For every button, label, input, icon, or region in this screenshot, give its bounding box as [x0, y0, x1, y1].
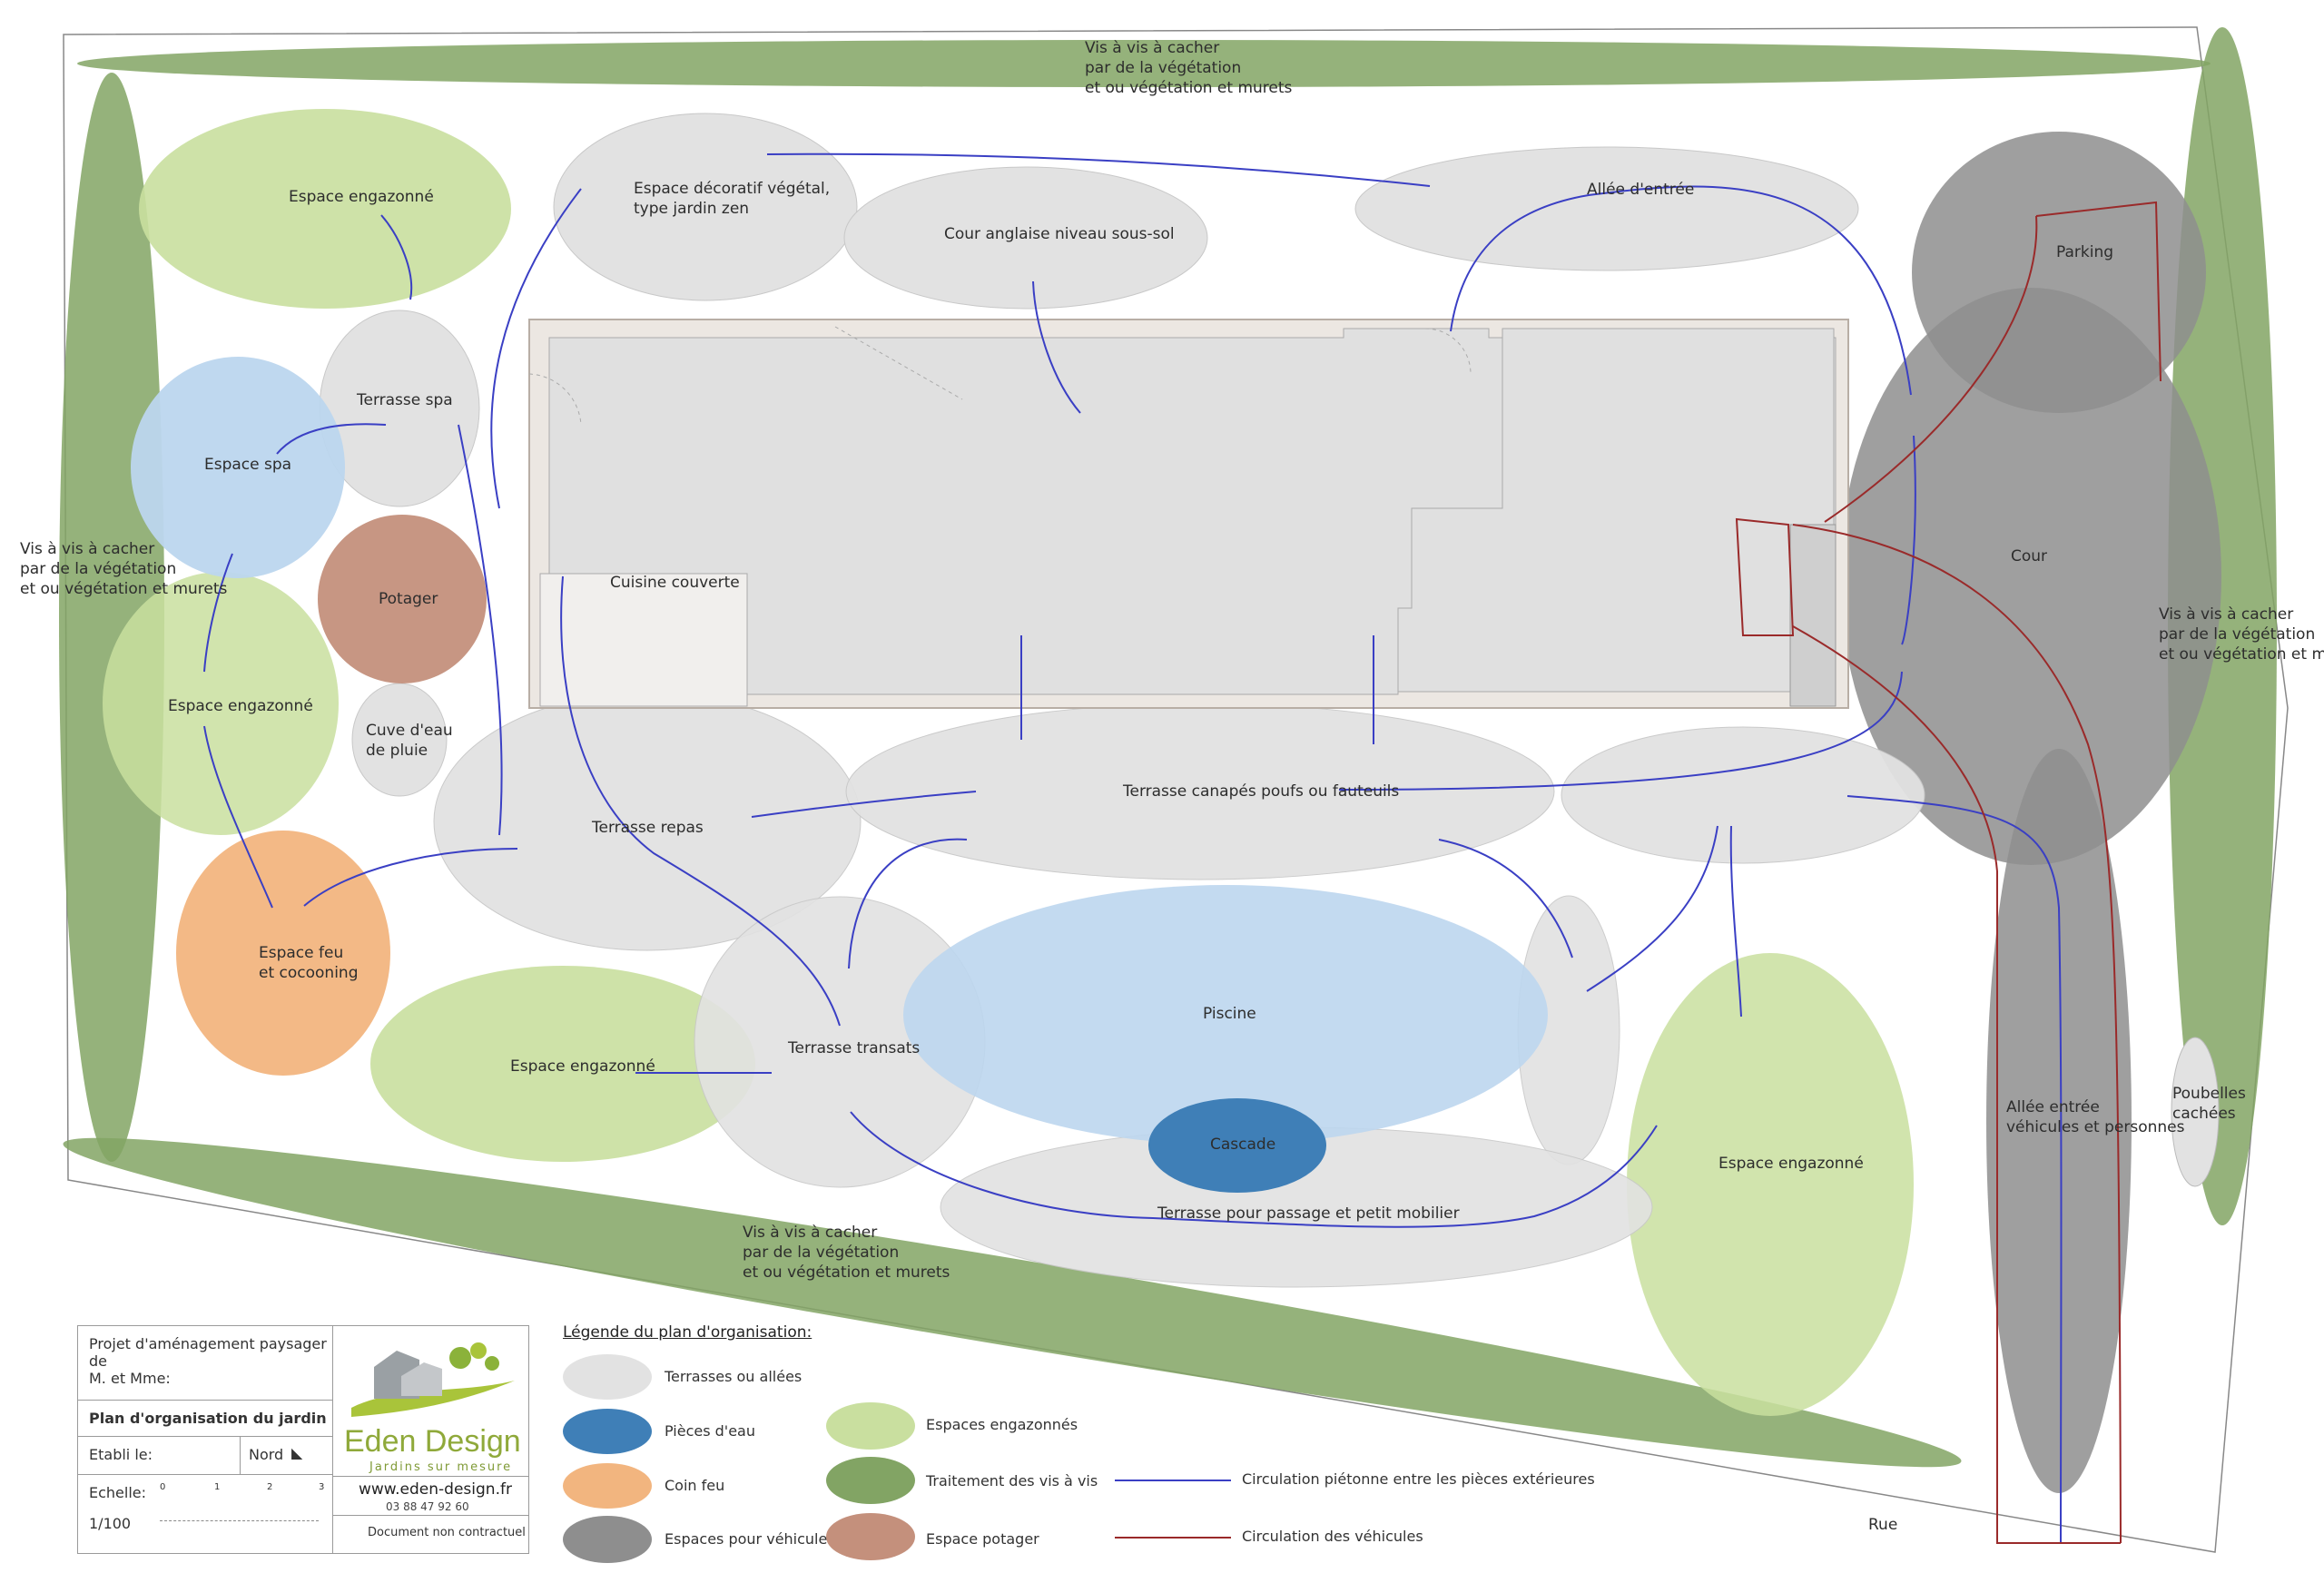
hedge-right [2168, 27, 2277, 1225]
legend-label-terrasses: Terrasses ou allées [665, 1368, 803, 1385]
disclaimer: Document non contractuel [368, 1526, 526, 1539]
legend-swatch-engazonnes [826, 1402, 915, 1450]
legend-label-vehicules: Espaces pour véhicules [665, 1530, 835, 1548]
right-terrace-area [1561, 726, 1925, 864]
legend-swatch-vis-a-vis [826, 1457, 915, 1504]
brand-name: Eden Design [344, 1424, 521, 1459]
website-link[interactable]: www.eden-design.fr [359, 1480, 512, 1499]
label-espace-engazonne-1: Espace engazonné [289, 188, 434, 206]
vehicle-driveway-area [1986, 749, 2132, 1493]
pool [903, 885, 1548, 1145]
plan-title: Plan d'organisation du jardin [78, 1401, 332, 1437]
label-rue: Rue [1868, 1516, 1897, 1534]
legend-line-pedestrian [1115, 1480, 1231, 1481]
label-cour-anglaise: Cour anglaise niveau sous-sol [944, 225, 1175, 243]
legend-swatch-vehicules [563, 1516, 652, 1563]
potager-area [318, 515, 487, 683]
fire-area [176, 831, 390, 1076]
scale-bar [160, 1520, 319, 1521]
title-block-brand: Eden Design Jardins sur mesure www.eden-… [333, 1326, 528, 1553]
label-cascade: Cascade [1210, 1136, 1275, 1154]
label-terrasse-canapes: Terrasse canapés poufs ou fauteuils [1122, 782, 1399, 801]
scale-tick-2: 2 [267, 1482, 273, 1492]
scale-ratio: 1/100 [89, 1515, 132, 1532]
legend-swatch-terrasses [563, 1354, 652, 1400]
vehicle-routes [1735, 201, 2162, 1544]
english-court-area [843, 166, 1208, 310]
legend-label-vis-a-vis: Traitement des vis à vis [926, 1472, 1098, 1489]
label-piscine: Piscine [1203, 1005, 1256, 1023]
bins-area [2171, 1037, 2220, 1187]
phone-number: 03 88 47 92 60 [386, 1500, 469, 1513]
established-row: Etabli le: Nord ◣ [78, 1437, 332, 1475]
legend-line-vehicle [1115, 1537, 1231, 1539]
legend-swatch-pieces-eau [563, 1409, 652, 1454]
spa-area [131, 357, 345, 578]
legend-title: Légende du plan d'organisation: [563, 1323, 812, 1342]
project-title-line2: M. et Mme: [78, 1364, 332, 1401]
label-parking: Parking [2056, 243, 2113, 261]
legend-swatch-potager [826, 1513, 915, 1560]
label-allee-entree: Allée d'entrée [1587, 181, 1694, 199]
label-espace-engazonne-4: Espace engazonné [1718, 1155, 1864, 1173]
scale-row: Echelle: 0 1 2 3 1/100 [78, 1475, 332, 1553]
label-espace-engazonne-3: Espace engazonné [510, 1057, 655, 1076]
label-terrasse-passage: Terrasse pour passage et petit mobilier [1157, 1204, 1460, 1223]
label-espace-decoratif: Espace décoratif végétal,type jardin zen [634, 180, 830, 218]
label-espace-engazonne-2: Espace engazonné [168, 697, 313, 715]
lawn-left [103, 572, 339, 835]
scale-tick-3: 3 [319, 1482, 325, 1492]
north-label: Nord [249, 1446, 284, 1463]
lawn-top-left [139, 109, 511, 309]
lawn-bottom-left [370, 966, 755, 1162]
label-cour: Cour [2011, 547, 2047, 565]
scale-tick-0: 0 [160, 1482, 166, 1492]
lawn-right [1627, 953, 1914, 1416]
label-terrasse-repas: Terrasse repas [591, 819, 704, 837]
label-terrasse-spa: Terrasse spa [356, 391, 453, 409]
eden-logo-icon [351, 1342, 515, 1417]
title-block-info: Projet d'aménagement paysager de M. et M… [78, 1326, 333, 1553]
rain-tank-area [351, 683, 448, 797]
house [528, 319, 1849, 709]
decorative-zen-area [553, 113, 858, 301]
hedge-left [59, 73, 164, 1162]
entrance-path-area [1354, 146, 1859, 271]
label-terrasse-transats: Terrasse transats [787, 1039, 920, 1057]
legend-label-engazonnes: Espaces engazonnés [926, 1416, 1078, 1433]
label-potager: Potager [379, 590, 438, 608]
courtyard-area [1840, 288, 2221, 865]
legend-label-potager: Espace potager [926, 1530, 1039, 1548]
scale-tick-1: 1 [214, 1482, 221, 1492]
title-block: Projet d'aménagement paysager de M. et M… [77, 1325, 529, 1554]
hedge-top [77, 40, 2211, 87]
brand-tagline: Jardins sur mesure [369, 1460, 513, 1474]
pedestrian-routes [203, 152, 2063, 1544]
legend-swatch-coin-feu [563, 1463, 652, 1509]
north-arrow-icon: ◣ [291, 1444, 303, 1461]
scale-label: Echelle: [89, 1484, 147, 1501]
label-espace-spa: Espace spa [204, 456, 291, 474]
hedge-bottom [63, 1137, 1962, 1468]
legend-label-vehicle: Circulation des véhicules [1242, 1528, 1423, 1545]
legend-label-pieces-eau: Pièces d'eau [665, 1422, 755, 1440]
established-label: Etabli le: [89, 1446, 153, 1463]
label-cuisine: Cuisine couverte [610, 574, 740, 592]
legend-label-coin-feu: Coin feu [665, 1477, 725, 1494]
project-title-line1: Projet d'aménagement paysager de [89, 1335, 327, 1370]
legend-label-pedestrian: Circulation piétonne entre les pièces ex… [1242, 1470, 1595, 1488]
cascade [1148, 1098, 1326, 1193]
